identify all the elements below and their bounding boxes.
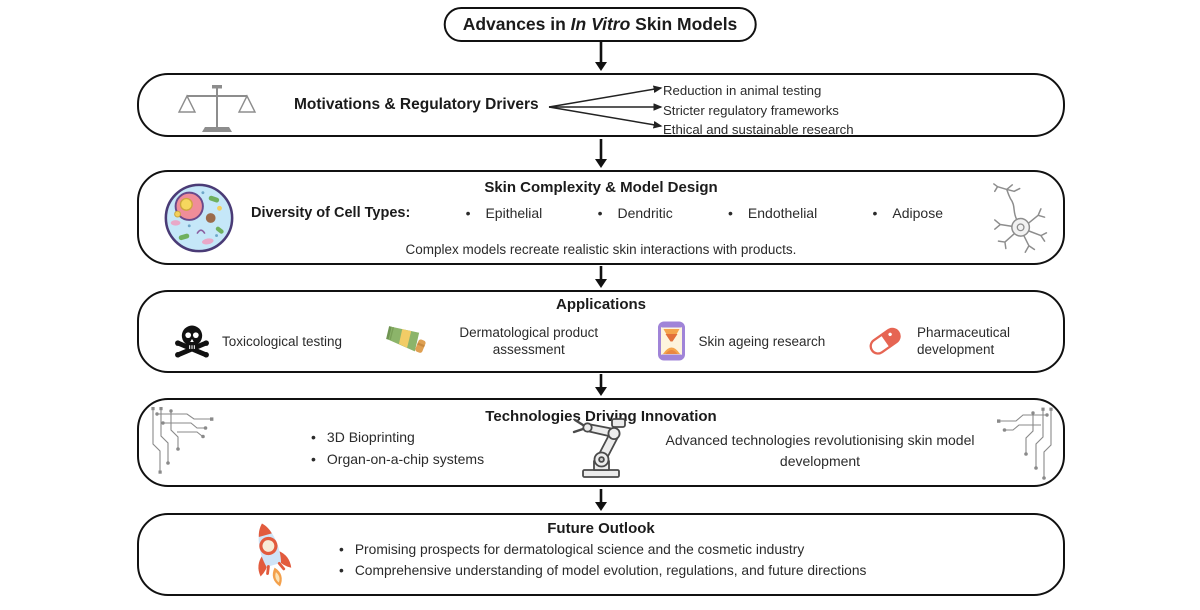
technologies-box: Technologies Driving Innovation 3D Biopr…: [137, 398, 1065, 487]
application-label: Toxicological testing: [222, 333, 343, 349]
motivations-heading: Motivations & Regulatory Drivers: [294, 96, 539, 113]
application-item: Skin ageing research: [656, 321, 825, 361]
skull-crossbones-icon: [175, 325, 209, 358]
neuron-icon: [993, 183, 1048, 253]
technologies-bullets: 3D Bioprinting Organ-on-a-chip systems: [311, 426, 484, 470]
future-box: Future Outlook Promising prospects for d…: [137, 513, 1065, 596]
title-italic: In Vitro: [570, 14, 631, 34]
cell-type-item: Endothelial: [728, 205, 817, 221]
applications-box: Applications: [137, 290, 1065, 373]
application-item: Dermatological product assessment: [381, 320, 618, 362]
applications-row: Toxicological testing Dermatological pro…: [173, 314, 1035, 368]
down-arrow-icon: [595, 266, 607, 288]
pill-icon: [869, 327, 901, 355]
title-suffix: Skin Models: [630, 14, 738, 34]
cell-type-item: Adipose: [872, 205, 943, 221]
cell-type-item: Epithelial: [466, 205, 542, 221]
complexity-box: Skin Complexity & Model Design Diversity…: [137, 170, 1065, 265]
circuit-pattern-icon: [997, 407, 1053, 480]
hourglass-icon: [658, 321, 686, 361]
application-label: Pharmaceutical development: [916, 324, 1011, 358]
title-prefix: Advances in: [462, 14, 571, 34]
application-item: Pharmaceutical development: [864, 323, 1035, 359]
applications-heading: Applications: [555, 296, 646, 313]
down-arrow-icon: [595, 42, 607, 71]
balance-scale-icon: [177, 85, 257, 132]
outcome-item: Stricter regulatory frameworks: [663, 102, 839, 118]
robot-arm-icon: [572, 418, 626, 478]
application-item: Toxicological testing: [173, 323, 342, 359]
complexity-caption: Complex models recreate realistic skin i…: [405, 242, 797, 257]
future-item: Comprehensive understanding of model evo…: [339, 561, 867, 582]
technology-item: Organ-on-a-chip systems: [311, 448, 484, 470]
motivations-outcomes: Reduction in animal testing Stricter reg…: [663, 81, 854, 140]
branch-arrows-icon: [548, 85, 663, 129]
diagram-title: Advances in In Vitro Skin Models: [443, 7, 757, 42]
cell-types-row: Diversity of Cell Types: Epithelial Dend…: [251, 205, 943, 221]
cell-icon: [164, 183, 234, 253]
outcome-item: Reduction in animal testing: [663, 83, 822, 98]
cream-tube-icon: [385, 326, 426, 353]
technologies-caption: Advanced technologies revolutionising sk…: [665, 432, 975, 469]
application-label: Skin ageing research: [698, 333, 826, 349]
technology-item: 3D Bioprinting: [311, 426, 484, 448]
application-label: Dermatological product assessment: [459, 324, 599, 358]
future-bullets: Promising prospects for dermatological s…: [339, 540, 867, 582]
future-item: Promising prospects for dermatological s…: [339, 540, 866, 561]
outcome-item: Ethical and sustainable research: [663, 122, 854, 138]
down-arrow-icon: [595, 139, 607, 168]
cell-types-label: Diversity of Cell Types:: [251, 205, 411, 221]
cell-type-item: Dendritic: [598, 205, 672, 221]
future-heading: Future Outlook: [547, 520, 655, 537]
circuit-pattern-icon: [151, 407, 214, 474]
down-arrow-icon: [595, 374, 607, 396]
complexity-heading: Skin Complexity & Model Design: [484, 179, 718, 196]
motivations-box: Motivations & Regulatory Drivers Reducti…: [137, 73, 1065, 137]
rocket-icon: [258, 523, 292, 587]
down-arrow-icon: [595, 489, 607, 511]
technologies-heading: Technologies Driving Innovation: [485, 408, 717, 425]
